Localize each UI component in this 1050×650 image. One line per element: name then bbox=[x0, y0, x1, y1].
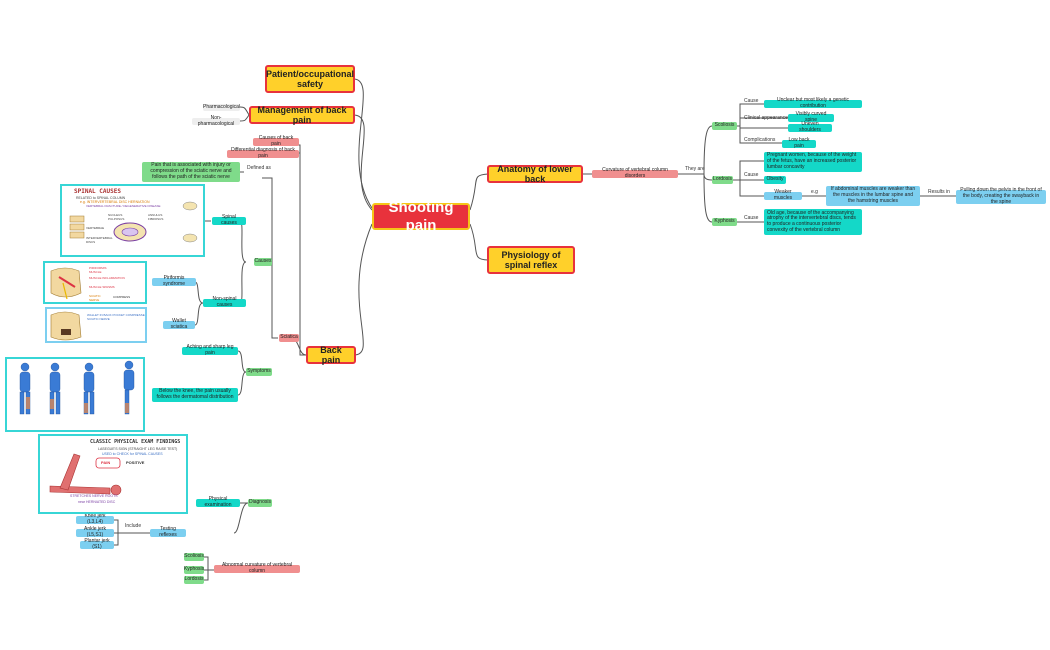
clinical-appearance-label: Clinical appearance bbox=[744, 115, 788, 121]
pharmacological-node[interactable]: Pharmacological bbox=[203, 103, 240, 111]
main-topic-anatomy[interactable]: Anatomy of lower back bbox=[487, 164, 583, 184]
spinal-causes-node[interactable]: Spinal causes bbox=[212, 214, 246, 226]
central-topic[interactable]: Shooting pain bbox=[372, 199, 470, 234]
physical-exam-node[interactable]: Physical examination bbox=[196, 496, 240, 508]
aching-pain-node[interactable]: Aching and sharp leg pain bbox=[182, 344, 238, 356]
wallet-drawing bbox=[50, 311, 82, 341]
scoliosis-cause-label: Cause bbox=[744, 98, 759, 104]
main-topic-management[interactable]: Management of back pain bbox=[249, 105, 355, 125]
causes-node[interactable]: Causes bbox=[254, 258, 272, 266]
pelvis-drawing bbox=[50, 267, 82, 300]
abdominal-muscles-node[interactable]: If abdominal muscles are weaker than the… bbox=[826, 186, 920, 206]
sciatica-node[interactable]: Sciatica bbox=[279, 334, 299, 342]
spinal-causes-title: SPINAL CAUSES bbox=[74, 188, 121, 195]
curvature-disorders-node[interactable]: Curvature of vertebral column disorders bbox=[592, 167, 678, 179]
exam-note-2: near HERNIATED DISC bbox=[78, 500, 116, 504]
lordosis-node[interactable]: Lordosis bbox=[712, 176, 733, 184]
exam-pain: PAIN bbox=[101, 460, 111, 465]
differential-diagnosis-node[interactable]: Differential diagnosis of back pain bbox=[227, 147, 299, 159]
piri-label-5: COMPRESS bbox=[113, 295, 131, 299]
vertebra-drawing bbox=[69, 201, 198, 243]
symptoms-node[interactable]: Symptoms bbox=[246, 368, 272, 376]
main-topic-back-pain[interactable]: Back pain bbox=[306, 345, 356, 365]
annulus-label: ANNULUS FIBROSUS bbox=[148, 213, 164, 221]
discs-label: INTERVERTEBRAL DISCS bbox=[86, 236, 113, 244]
sciatica-definition-node[interactable]: Pain that is associated with injury or c… bbox=[142, 162, 240, 182]
nonpharmacological-node[interactable]: Non-pharmacological bbox=[192, 115, 240, 126]
obesity-node[interactable]: Obesity bbox=[764, 176, 786, 184]
eg-label: e.g bbox=[811, 189, 818, 195]
include-label: Include bbox=[125, 523, 142, 529]
exam-positive: POSITIVE bbox=[126, 460, 145, 465]
ankle-jerk-node[interactable]: Ankle jerk (L5,S1) bbox=[76, 526, 114, 538]
low-back-pain-node[interactable]: Low back pain bbox=[782, 137, 816, 149]
non-spinal-causes-node[interactable]: Non-spinal causes bbox=[203, 296, 246, 308]
testing-reflexes-node[interactable]: Testing reflexes bbox=[150, 526, 186, 538]
curved-spine-node[interactable]: Visibly curved spine bbox=[788, 111, 834, 123]
defined-as-label: Defined as bbox=[247, 165, 271, 171]
exam-title: CLASSIC PHYSICAL EXAM FINDINGS bbox=[90, 439, 181, 445]
main-topic-patient-safety[interactable]: Patient/occupational safety bbox=[265, 65, 355, 93]
results-in-label: Results in bbox=[928, 189, 950, 195]
wallet-illustration: WALLET IN BACK POCKET COMPRESSES SCIATIC… bbox=[45, 307, 147, 343]
kyphosis-cause-label: Cause bbox=[744, 215, 759, 221]
nucleus-label: NUCLEUS PULPOSUS bbox=[108, 213, 125, 221]
piri-label-2: MUSCLE INFLAMMATION bbox=[89, 276, 125, 280]
below-knee-node[interactable]: Below the knee, the pain usually follows… bbox=[152, 388, 238, 402]
piri-label-3: MUSCLE SPASMS bbox=[89, 285, 115, 289]
uneven-shoulders-node[interactable]: Uneven shoulders bbox=[788, 121, 832, 133]
wallet-note: WALLET IN BACK POCKET COMPRESSES SCIATIC… bbox=[87, 313, 147, 321]
knee-jerk-node[interactable]: Knee jerk (L3,L4) bbox=[76, 513, 114, 525]
wallet-sciatica-node[interactable]: Wallet sciatica bbox=[163, 318, 195, 330]
diagnosis-node[interactable]: Diagnosis bbox=[248, 499, 272, 507]
plantar-jerk-node[interactable]: Plantar jerk (S1) bbox=[80, 538, 114, 550]
pregnant-node[interactable]: Pregnant women, because of the weight of… bbox=[764, 152, 862, 172]
weaker-muscles-node[interactable]: Weaker muscles bbox=[764, 189, 802, 201]
leg-raise-drawing bbox=[49, 453, 122, 496]
exam-note-1: STRETCHES NERVE ROOTS bbox=[70, 494, 118, 498]
physical-exam-illustration: CLASSIC PHYSICAL EXAM FINDINGS LASEGUE'S… bbox=[38, 434, 188, 514]
lordosis-left-node[interactable]: Lordosis bbox=[184, 576, 204, 584]
main-topic-physiology[interactable]: Physiology of spinal reflex bbox=[487, 246, 575, 274]
spinal-sub3: VERTEBRAL FRACTURE / DEGENERATIVE DISEAS… bbox=[86, 204, 161, 208]
abnormal-curvature-node[interactable]: Abnormal curvature of vertebral column bbox=[214, 562, 300, 574]
piriformis-node[interactable]: Piriformis syndrome bbox=[152, 275, 196, 287]
lordosis-cause-label: Cause bbox=[744, 172, 759, 178]
complications-label: Complications bbox=[744, 137, 776, 143]
causes-back-pain-node[interactable]: Causes of back pain bbox=[253, 135, 299, 147]
piri-label-1: PIRIFORMIS MUSCLE bbox=[89, 266, 107, 274]
exam-sub2: USED to CHECK for SPINAL CAUSES bbox=[102, 452, 163, 456]
vertebrae-label: VERTEBRAE bbox=[86, 226, 105, 230]
scoliosis-node[interactable]: Scoliosis bbox=[712, 122, 737, 130]
piriformis-illustration: PIRIFORMIS MUSCLE MUSCLE INFLAMMATION MU… bbox=[43, 261, 147, 304]
spinal-sub1: RELATED to SPINAL COLUMN bbox=[76, 196, 126, 200]
piri-label-4: SCIATIC NERVE bbox=[89, 294, 101, 302]
dermatome-figures bbox=[19, 360, 135, 415]
scoliosis-cause-node[interactable]: Unclear but most likely a genetic contri… bbox=[764, 97, 862, 109]
kyphosis-left-node[interactable]: Kyphosis bbox=[183, 566, 205, 574]
spinal-sub2: e.g. INTERVERTEBRAL DISC HERNIATION bbox=[80, 200, 150, 204]
kyphosis-node[interactable]: Kyphosis bbox=[712, 218, 737, 226]
exam-sub: LASEGUE'S SIGN (STRAIGHT LEG RAISE TEST) bbox=[98, 447, 178, 451]
scoliosis-left-node[interactable]: Scoliosis bbox=[184, 553, 204, 561]
dermatome-illustration bbox=[5, 357, 145, 432]
they-are-label: They are bbox=[685, 166, 705, 172]
kyphosis-cause-node[interactable]: Old age, because of the accompanying atr… bbox=[764, 209, 862, 235]
spinal-causes-illustration: SPINAL CAUSES RELATED to SPINAL COLUMN e… bbox=[60, 184, 205, 257]
pelvis-node[interactable]: Pulling down the pelvis in the front of … bbox=[956, 188, 1046, 205]
